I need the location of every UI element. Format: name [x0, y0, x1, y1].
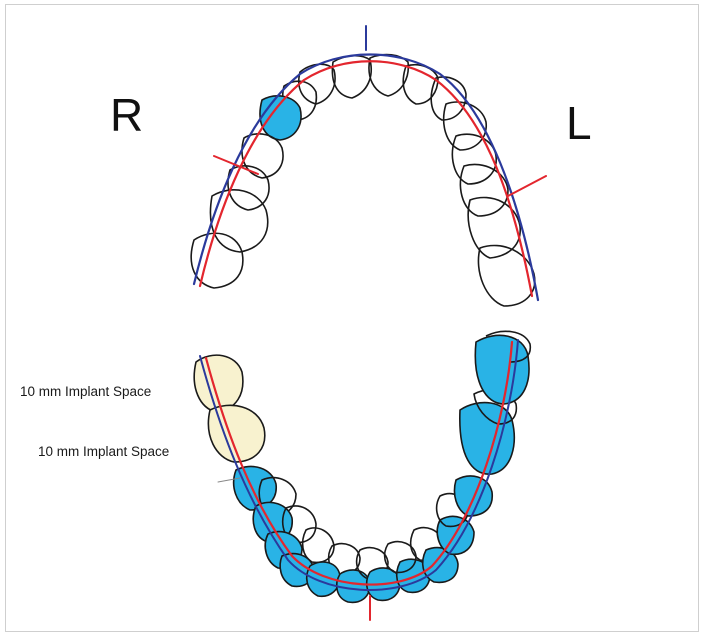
upper-arch: [191, 55, 535, 306]
lower-tooth-blue: [475, 335, 529, 404]
upper-red-arch-line: [200, 61, 532, 296]
lower-arch: [194, 331, 530, 602]
upper-left-canine-tick: [508, 176, 546, 196]
upper-blue-arch-line: [194, 55, 538, 301]
upper-tooth: [431, 77, 466, 120]
upper-tooth: [460, 164, 508, 216]
lower-tooth-blue: [337, 570, 370, 602]
upper-tooth: [478, 246, 534, 306]
